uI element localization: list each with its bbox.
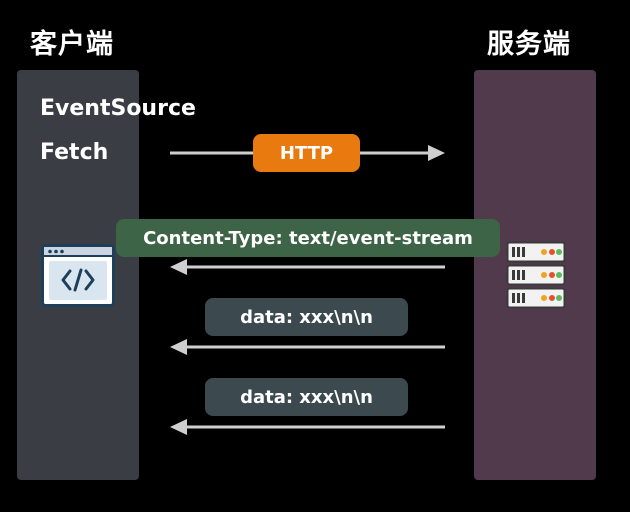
response-label-data-1: data: xxx\n\n [205, 298, 408, 336]
response-arrow-data-2 [170, 419, 445, 435]
response-arrow-content-type [170, 259, 445, 275]
response-label-data-2: data: xxx\n\n [205, 378, 408, 416]
client-title: 客户端 [30, 29, 114, 60]
response-label-content-type: Content-Type: text/event-stream [116, 219, 500, 257]
browser-code-icon [41, 244, 115, 307]
server-rack-icon [506, 241, 566, 309]
client-label-eventsource: EventSource [40, 96, 196, 121]
response-arrow-data-1 [170, 339, 445, 355]
server-title: 服务端 [487, 29, 571, 60]
request-label-http: HTTP [253, 134, 360, 172]
client-label-fetch: Fetch [40, 140, 109, 165]
